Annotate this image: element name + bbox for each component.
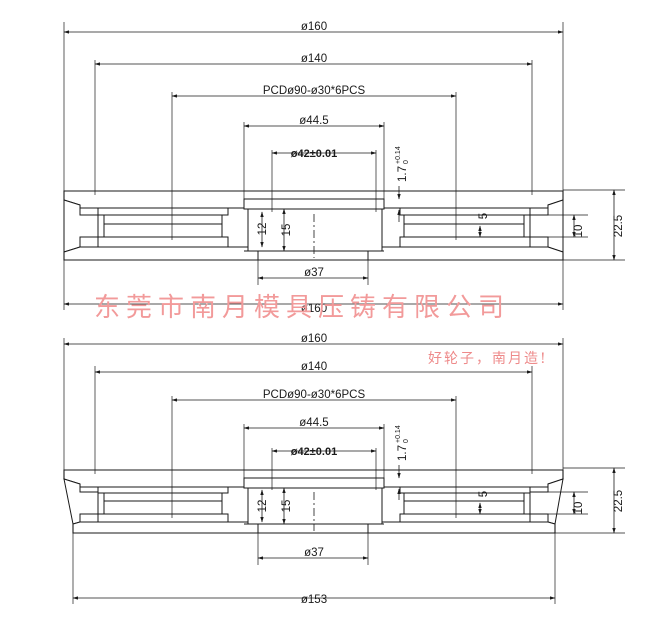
dim-d44-5: ø44.5: [299, 417, 328, 429]
svg-text:1.7: 1.7: [397, 166, 409, 182]
dim-h10: 10: [573, 225, 585, 238]
dim-h10: 10: [573, 502, 585, 515]
dim-h12: 12: [257, 500, 269, 513]
svg-text:+0.14: +0.14: [395, 425, 402, 443]
dim-bottom-diameter: ø160: [301, 303, 327, 315]
wheel-section-top: ø160 ø140 PCDø90-ø30*6PCS ø44.5 ø42±0.01…: [63, 21, 625, 315]
extension-lines: [63, 338, 625, 604]
svg-text:+0.14: +0.14: [395, 146, 402, 164]
dim-d37: ø37: [304, 267, 324, 279]
svg-text:1.7: 1.7: [397, 445, 409, 461]
dim-d42: ø42±0.01: [291, 148, 337, 160]
dim-d140: ø140: [301, 53, 327, 65]
dim-d140: ø140: [301, 361, 327, 373]
dim-tolerance-1-7: 1.7 +0.14 0: [395, 146, 410, 182]
dim-d42: ø42±0.01: [291, 446, 337, 458]
dim-h12: 12: [257, 223, 269, 236]
dim-pcd: PCDø90-ø30*6PCS: [263, 85, 366, 97]
dim-tolerance-1-7: 1.7 +0.14 0: [395, 425, 410, 461]
watermark-slogan: 好轮子，南月造!: [428, 351, 548, 367]
dim-h15: 15: [281, 224, 293, 237]
dim-pcd: PCDø90-ø30*6PCS: [263, 389, 366, 401]
dim-h22-5: 22.5: [613, 490, 625, 512]
wheel-section-bottom: ø160 ø140 PCDø90-ø30*6PCS ø44.5 ø42±0.01…: [63, 333, 625, 606]
dim-d160: ø160: [301, 21, 327, 33]
svg-text:0: 0: [403, 160, 410, 164]
dim-d37: ø37: [304, 547, 324, 559]
dim-d44-5: ø44.5: [299, 115, 328, 127]
dim-h22-5: 22.5: [613, 215, 625, 237]
dim-h15: 15: [281, 500, 293, 513]
watermark-company: 东莞市南月模具压铸有限公司: [94, 293, 510, 323]
svg-text:0: 0: [403, 439, 410, 443]
extension-lines: [63, 22, 625, 310]
dim-h5: 5: [478, 491, 490, 497]
dim-d160: ø160: [301, 333, 327, 345]
dim-h5: 5: [478, 213, 490, 219]
wheel-body-outline: [63, 190, 564, 261]
wheel-body-outline: [63, 469, 564, 534]
dim-bottom-diameter: ø153: [301, 594, 327, 606]
